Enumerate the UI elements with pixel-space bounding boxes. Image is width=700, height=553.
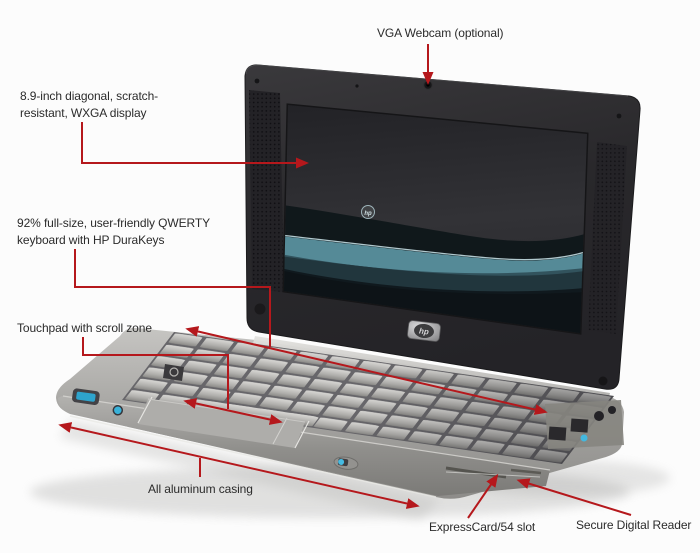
label-webcam: VGA Webcam (optional) xyxy=(377,25,504,42)
svg-text:hp: hp xyxy=(364,211,372,217)
label-keyboard-line1: 92% full-size, user-friendly QWERTY xyxy=(17,216,211,230)
label-display: 8.9-inch diagonal, scratch- resistant, W… xyxy=(20,88,158,122)
label-keyboard: 92% full-size, user-friendly QWERTY keyb… xyxy=(17,215,210,249)
label-touchpad: Touchpad with scroll zone xyxy=(17,320,152,337)
label-sd-reader-text: Secure Digital Reader xyxy=(576,518,692,532)
hinge-right xyxy=(598,376,608,386)
hp-logo-wallpaper: hp xyxy=(361,205,375,219)
label-touchpad-text: Touchpad with scroll zone xyxy=(17,321,152,335)
sd-slot xyxy=(510,468,542,475)
arrow-keyboard-span xyxy=(185,326,548,415)
label-casing: All aluminum casing xyxy=(148,481,253,498)
led-indicator xyxy=(580,434,588,442)
arrow-display xyxy=(81,122,309,169)
audio-jack xyxy=(112,405,124,416)
power-icon xyxy=(169,367,179,377)
label-expresscard: ExpressCard/54 slot xyxy=(429,519,535,536)
arrow-keyboard-elbow xyxy=(74,249,271,347)
power-button xyxy=(163,364,184,381)
arrow-sd-reader xyxy=(516,478,632,516)
lid-top-highlight xyxy=(245,64,629,97)
label-casing-text: All aluminum casing xyxy=(148,482,253,496)
right-ports xyxy=(545,400,624,449)
laptop-lid: hp hp xyxy=(244,64,641,390)
arrow-touchpad-span xyxy=(183,398,283,425)
label-keyboard-line2: keyboard with HP DuraKeys xyxy=(17,233,165,247)
label-display-line1: 8.9-inch diagonal, scratch- xyxy=(20,89,159,103)
webcam xyxy=(423,80,433,90)
label-display-line2: resistant, WXGA display xyxy=(20,106,147,120)
round-jack xyxy=(594,411,604,421)
label-expresscard-text: ExpressCard/54 slot xyxy=(429,520,536,534)
hp-logo-badge: hp xyxy=(407,320,441,342)
usb-port xyxy=(548,426,567,441)
left-ports xyxy=(72,388,124,416)
screw xyxy=(254,78,260,84)
annotation-arrows xyxy=(58,44,632,519)
screw xyxy=(616,113,622,119)
hinge-left xyxy=(254,303,266,315)
label-sd-reader: Secure Digital Reader xyxy=(576,517,691,534)
microphone-hole xyxy=(355,84,359,88)
arrow-touchpad-elbow xyxy=(82,337,229,409)
speaker-grille-right xyxy=(588,142,627,334)
arrow-casing-span xyxy=(58,422,420,509)
svg-text:hp: hp xyxy=(419,326,430,336)
label-webcam-text: VGA Webcam (optional) xyxy=(377,26,504,40)
usb-port xyxy=(570,418,589,433)
round-jack xyxy=(608,406,616,414)
screen: hp xyxy=(284,105,587,333)
arrow-expresscard xyxy=(467,473,499,519)
speaker-grille-left xyxy=(249,90,284,292)
